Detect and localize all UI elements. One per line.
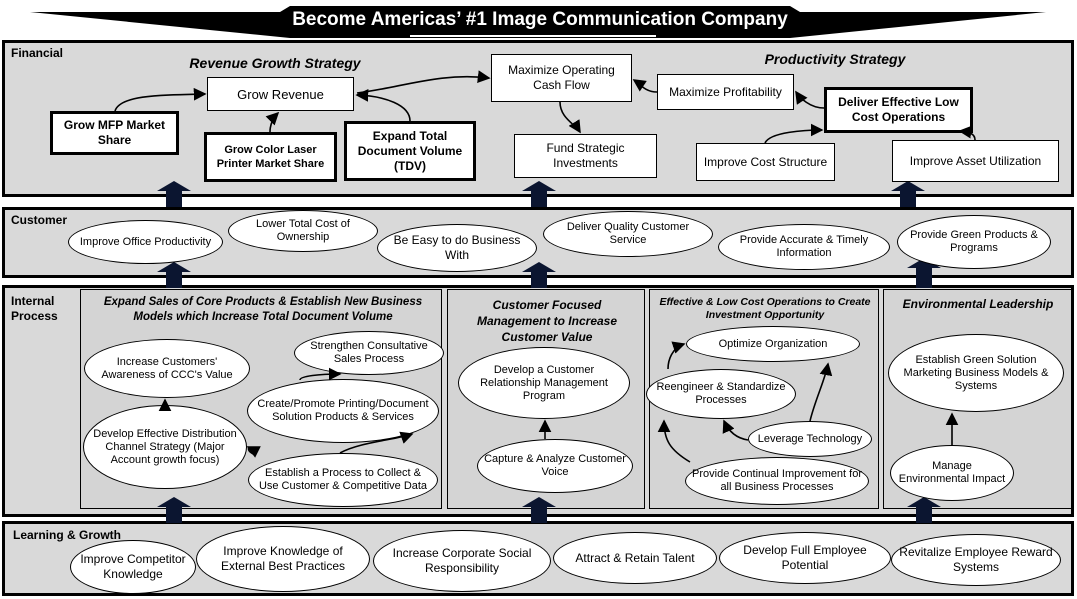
improve-cost-box: Improve Cost Structure: [696, 143, 835, 181]
improve-asset-box: Improve Asset Utilization: [892, 140, 1059, 182]
up-arrow-icon: [907, 258, 941, 288]
consultative-sales-oval: Strengthen Consultative Sales Process: [294, 331, 444, 375]
leverage-tech-oval: Leverage Technology: [748, 421, 872, 457]
up-arrow-icon: [522, 497, 556, 523]
customer-label: Customer: [11, 213, 68, 227]
quality-service-oval: Deliver Quality Customer Service: [543, 211, 713, 257]
learning-label: Learning & Growth: [13, 528, 121, 542]
up-arrow-icon: [157, 497, 191, 523]
continual-improvement-oval: Provide Continual Improvement for all Bu…: [685, 457, 869, 505]
up-arrow-icon: [907, 497, 941, 523]
collect-data-oval: Establish a Process to Collect & Use Cus…: [248, 453, 438, 507]
grow-color-laser-box: Grow Color Laser Printer Market Share: [204, 132, 337, 182]
competitor-knowledge-oval: Improve Competitor Knowledge: [70, 540, 196, 594]
productivity-heading: Productivity Strategy: [764, 51, 906, 67]
reward-systems-oval: Revitalize Employee Reward Systems: [891, 534, 1061, 586]
up-arrow-icon: [522, 181, 556, 207]
social-responsibility-oval: Increase Corporate Social Responsibility: [373, 530, 551, 592]
grow-revenue-box: Grow Revenue: [207, 77, 354, 111]
green-solution-oval: Establish Green Solution Marketing Busin…: [888, 334, 1064, 412]
crm-oval: Develop a Customer Relationship Manageme…: [458, 347, 630, 419]
create-promote-oval: Create/Promote Printing/Document Solutio…: [247, 379, 439, 443]
optimize-org-oval: Optimize Organization: [686, 326, 860, 362]
improve-office-productivity-oval: Improve Office Productivity: [68, 220, 223, 264]
fund-strategic-box: Fund Strategic Investments: [514, 134, 657, 178]
financial-label: Financial: [11, 46, 64, 60]
revenue-growth-heading: Revenue Growth Strategy: [189, 55, 361, 71]
green-products-oval: Provide Green Products & Programs: [897, 215, 1051, 269]
employee-potential-oval: Develop Full Employee Potential: [719, 532, 891, 584]
lower-tco-oval: Lower Total Cost of Ownership: [228, 210, 378, 252]
sales-panel-heading: Expand Sales of Core Products & Establis…: [103, 296, 423, 323]
distribution-channel-oval: Develop Effective Distribution Channel S…: [83, 405, 247, 489]
deliver-low-cost-box: Deliver Effective Low Cost Operations: [824, 87, 973, 133]
up-arrow-icon: [157, 181, 191, 207]
accurate-info-oval: Provide Accurate & Timely Information: [718, 224, 890, 270]
attract-talent-oval: Attract & Retain Talent: [553, 532, 717, 584]
max-cash-flow-box: Maximize Operating Cash Flow: [491, 54, 632, 102]
expand-tdv-box: Expand Total Document Volume (TDV): [344, 121, 476, 181]
up-arrow-icon: [157, 262, 191, 288]
up-arrow-icon: [522, 262, 556, 288]
up-arrow-icon: [891, 181, 925, 207]
internal-label-line2: Process: [11, 309, 58, 323]
awareness-oval: Increase Customers' Awareness of CCC's V…: [84, 339, 250, 398]
environment-heading: Environmental Leadership: [902, 297, 1054, 311]
manage-environment-oval: Manage Environmental Impact: [890, 445, 1014, 501]
external-best-practices-oval: Improve Knowledge of External Best Pract…: [196, 526, 370, 592]
customer-mgmt-heading: Customer Focused Management to Increase …: [476, 298, 618, 344]
customer-voice-oval: Capture & Analyze Customer Voice: [477, 439, 633, 493]
grow-mfp-box: Grow MFP Market Share: [50, 111, 179, 155]
easy-to-do-business-oval: Be Easy to do Business With: [377, 224, 537, 272]
banner-title: Become Americas’ #1 Image Communication …: [292, 9, 788, 30]
operations-heading: Effective & Low Cost Operations to Creat…: [659, 296, 871, 321]
max-profitability-box: Maximize Profitability: [657, 74, 794, 110]
internal-label-line1: Internal: [11, 294, 55, 308]
reengineer-oval: Reengineer & Standardize Processes: [646, 369, 796, 419]
